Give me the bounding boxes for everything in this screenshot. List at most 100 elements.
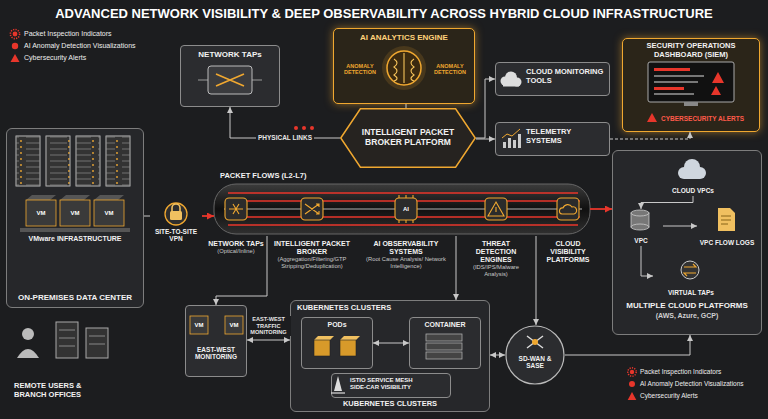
vpc-database <box>631 213 649 227</box>
connector <box>216 236 267 305</box>
node-heading: CONTAINER <box>410 318 480 329</box>
connector <box>565 335 690 355</box>
siem-monitor <box>654 87 684 90</box>
server-racks <box>16 136 40 186</box>
connector <box>590 208 612 210</box>
connector <box>610 132 690 139</box>
vpn-node: SITE-TO-SITE VPN <box>150 200 202 254</box>
stage-icons <box>399 195 413 223</box>
vmware-cubes <box>26 200 56 226</box>
legend-text: Cybersecurity Alerts <box>640 392 698 399</box>
packet-pipe <box>214 184 590 234</box>
icon-label: VM <box>195 322 204 328</box>
siem-monitor <box>654 68 690 71</box>
vpn-lock <box>170 211 182 220</box>
legend-icons <box>12 43 18 49</box>
virtual-tap-icon <box>684 264 696 276</box>
pipeline-stage: NETWORK TAPs(Optical/Inline) <box>208 240 264 280</box>
connector <box>476 139 495 140</box>
legend-icons <box>10 29 636 400</box>
node-heading: NETWORK TAPs <box>208 240 264 248</box>
server-racks <box>46 136 70 186</box>
connector <box>490 355 505 356</box>
node-text: CYBERSECURITY ALERTS <box>661 115 744 122</box>
stage-icons <box>301 198 323 220</box>
remote-user-icons <box>22 328 34 340</box>
tool-box: TELEMETRY SYSTEMS <box>495 122 610 156</box>
packet-pipe: PACKET FLOWS (L2-L7) <box>214 172 590 236</box>
connector <box>247 340 290 341</box>
cloud-panel: MULTIPLE CLOUD PLATFORMS (AWS, Azure, GCP… <box>612 150 762 335</box>
istio-sail <box>331 392 345 393</box>
vm-icons <box>225 316 243 334</box>
node-heading: MULTIPLE CLOUD PLATFORMS <box>613 301 761 310</box>
tap-icon <box>198 79 262 80</box>
packet-pipe <box>214 184 590 234</box>
container-stack <box>426 334 462 359</box>
remote-user-icons <box>17 349 39 358</box>
title: ADVANCED NETWORK VISIBILITY & DEEP OBSER… <box>55 6 713 22</box>
vpn-lock <box>165 203 187 225</box>
pipeline-stage: THREAT DETECTION ENGINES(IDS/IPS/Malware… <box>461 240 531 281</box>
stage-icons <box>395 198 417 220</box>
connector <box>663 226 697 227</box>
server-racks <box>106 136 130 186</box>
node-text: (Optical/Inline) <box>208 248 264 255</box>
cloud-monitor-icon <box>505 72 517 84</box>
datacenter-panel: VMware INFRASTRUCTUREON-PREMISES DATA CE… <box>6 128 144 308</box>
legend-text: Packet Inspection Indicators <box>640 368 721 375</box>
node-heading: INTELLIGENT PACKET BROKER <box>270 240 354 256</box>
stage-icons <box>229 204 243 214</box>
legend-icons <box>13 32 18 37</box>
cloud-vpc-icon <box>684 159 700 175</box>
tool-box: CLOUD MONITORING TOOLS <box>495 62 610 96</box>
node-heading: CLOUD MONITORING TOOLS <box>496 63 609 85</box>
pipeline-stage: AI OBSERVABILITY SYSTEMS(Root Cause Anal… <box>364 240 448 280</box>
legend-icons <box>10 29 19 38</box>
cloud-vpc-icon <box>678 159 706 179</box>
telemetry-icon <box>502 129 521 148</box>
connector <box>641 246 653 276</box>
telemetry-icon <box>518 134 521 148</box>
node-heading: VPC <box>619 237 663 244</box>
pod-cubes <box>314 336 360 356</box>
siem-monitor <box>654 75 704 77</box>
icon-label: VM <box>105 210 114 216</box>
legend-text: AI Anomaly Detection Visualizations <box>24 42 136 49</box>
server-racks <box>76 136 100 186</box>
vpc-database <box>631 210 649 230</box>
vpn-lock <box>165 203 187 225</box>
node-heading: NETWORK TAPs <box>181 46 279 59</box>
node-text: (AWS, Azure, GCP) <box>613 312 761 320</box>
tap-icon <box>198 66 262 94</box>
icon-label: VM <box>71 210 80 216</box>
legend-icons <box>628 368 636 376</box>
container-stack <box>426 343 462 350</box>
siem-monitor <box>654 81 698 83</box>
legend-text: Cybersecurity Alerts <box>24 54 86 61</box>
container-stack <box>426 334 462 341</box>
stage-icons <box>559 205 576 214</box>
tap-box: NETWORK TAPs <box>180 45 280 107</box>
brain-icon <box>382 46 426 90</box>
node-heading: THREAT DETECTION ENGINES <box>461 240 531 264</box>
cluster-box: CONTAINER <box>409 317 481 369</box>
vm-icons <box>190 316 208 334</box>
node-heading: INTELLIGENT PACKET BROKER PLATFORM <box>358 128 458 148</box>
connector <box>456 236 457 300</box>
icon-label: VM <box>230 322 239 328</box>
node-text: KUBERNETES CLUSTERS <box>291 400 489 409</box>
server-racks <box>16 136 130 186</box>
node-text: (IDS/IPS/Malware Analysis) <box>461 264 531 277</box>
vmware-cubes <box>60 200 90 226</box>
node-heading: REMOTE USERS & BRANCH OFFICES <box>14 382 114 399</box>
flow-log-doc <box>718 208 735 231</box>
istio-sail <box>334 376 342 391</box>
cloud-item: VPC <box>619 209 663 246</box>
cluster-box: PODs <box>301 317 373 369</box>
pod-cubes <box>340 340 356 356</box>
node-heading: PODs <box>302 318 372 329</box>
